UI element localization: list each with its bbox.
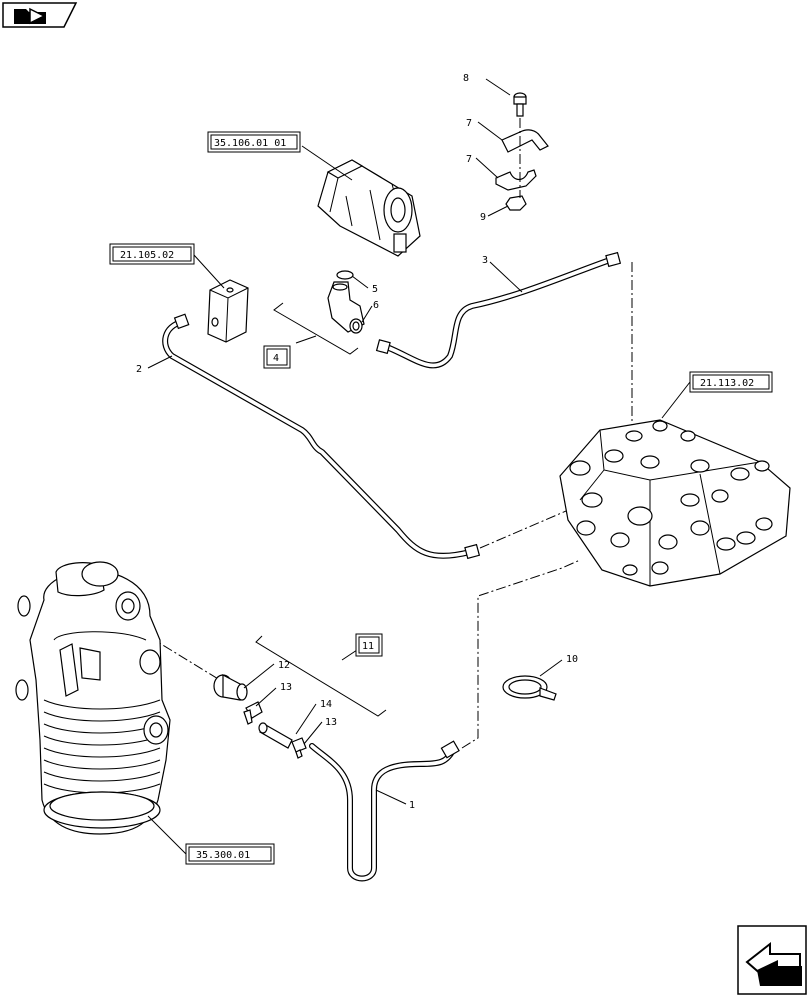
valve-ports-top <box>569 420 770 481</box>
clamp-7-lower <box>495 169 537 191</box>
callout-3: 3 <box>482 255 488 266</box>
callout-11-box: 11 <box>355 633 383 657</box>
reference-label: 21.105.02 <box>120 250 174 261</box>
callout-4-box: 4 <box>263 345 291 369</box>
leader-lines <box>147 78 691 855</box>
callout-2: 2 <box>136 364 142 375</box>
centerline-pipe2-valve <box>479 504 581 549</box>
reference-label: 35.300.01 <box>196 850 250 861</box>
tee-13-a <box>243 701 263 725</box>
corner-nav-button[interactable] <box>2 2 78 28</box>
reference-21-105-02[interactable]: 21.105.02 <box>109 243 195 265</box>
control-valve-bank <box>559 419 791 587</box>
pipe-3 <box>375 251 622 369</box>
callout-4: 4 <box>273 353 279 364</box>
arrow-right-folder-icon <box>14 7 46 25</box>
callout-7-lower: 7 <box>466 154 472 165</box>
callout-13-lower: 13 <box>325 717 337 728</box>
bracket-11 <box>255 635 387 717</box>
callout-8: 8 <box>463 73 469 84</box>
callout-9: 9 <box>480 212 486 223</box>
tube-14 <box>258 722 293 749</box>
double-arrow-right-icon <box>745 941 802 986</box>
reference-label: 35.106.01 01 <box>214 138 286 149</box>
callout-6: 6 <box>373 300 379 311</box>
bolt-8 <box>513 92 527 117</box>
pipe-1 <box>309 740 460 882</box>
clamp-7-upper <box>501 129 549 153</box>
hose-clamp-10 <box>502 675 557 701</box>
callout-1: 1 <box>409 800 415 811</box>
centerline-filter-fitting <box>147 635 229 686</box>
callout-14: 14 <box>320 699 332 710</box>
fitting-12 <box>213 674 248 701</box>
callout-5: 5 <box>372 284 378 295</box>
pipe-2 <box>162 313 481 560</box>
bracket-4 <box>273 302 359 355</box>
elbow-fitting <box>327 270 365 334</box>
callout-13-upper: 13 <box>280 682 292 693</box>
callout-12: 12 <box>278 660 290 671</box>
reference-21-113-02[interactable]: 21.113.02 <box>689 371 773 393</box>
callout-11: 11 <box>362 641 374 652</box>
tee-13-b <box>291 737 307 759</box>
valve-ports-side <box>576 489 773 576</box>
connector-block <box>207 279 249 343</box>
callout-10: 10 <box>566 654 578 665</box>
reference-35-300-01[interactable]: 35.300.01 <box>185 843 275 865</box>
reference-label: 21.113.02 <box>700 378 754 389</box>
callout-7-upper: 7 <box>466 118 472 129</box>
next-page-button[interactable] <box>737 925 807 995</box>
hydraulic-filter <box>15 561 171 835</box>
nut-9 <box>505 195 527 211</box>
centerline-pipe1-valve <box>461 559 581 749</box>
solenoid-valve-assembly <box>317 159 421 257</box>
reference-35-106-01-01[interactable]: 35.106.01 01 <box>207 131 301 153</box>
